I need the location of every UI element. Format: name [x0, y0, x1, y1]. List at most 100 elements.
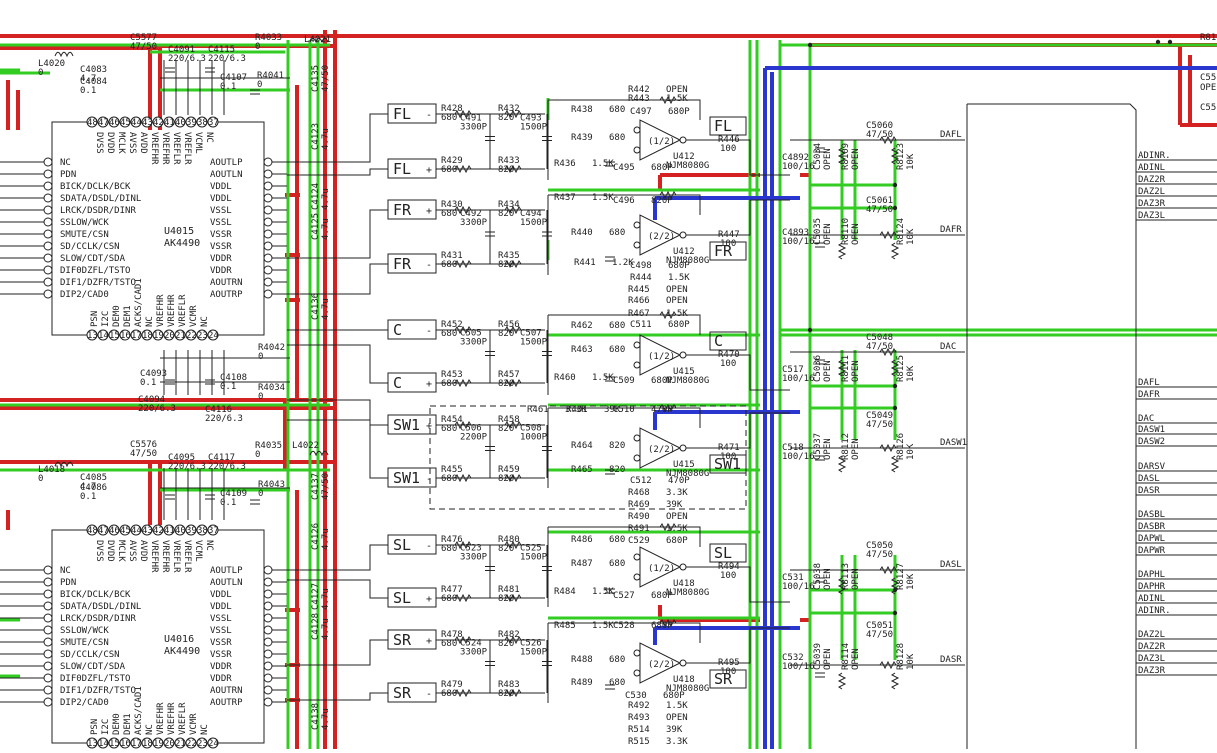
- right-module-label: DAPHL: [1138, 570, 1165, 580]
- pin-circle: [679, 231, 687, 239]
- signal-wire: [686, 199, 790, 236]
- top-pin-number: 41: [164, 118, 175, 128]
- right-pin-label: VDDL: [210, 194, 232, 204]
- bottom-pin-label: NC: [145, 316, 155, 327]
- resistor-symbol: [454, 205, 472, 215]
- pin-circle: [43, 661, 53, 671]
- top-pin-number: 38: [197, 118, 208, 128]
- pin-circle: [130, 737, 142, 749]
- output-part-ref: R8111: [841, 355, 851, 382]
- bottom-pin-number: 17: [131, 331, 142, 341]
- pin-circle: [86, 737, 98, 749]
- output-part-ref: C5035: [813, 218, 823, 245]
- ic-part: AK4490: [164, 646, 200, 657]
- filter-part-value: 680P: [651, 591, 673, 601]
- pin-circle: [108, 737, 120, 749]
- part-value: 0: [255, 42, 260, 52]
- output-label-box: [709, 543, 747, 563]
- input-part-value: 680: [441, 379, 457, 389]
- resistor-symbol: [890, 147, 900, 165]
- filter-part-ref: R463: [571, 345, 593, 355]
- resistor-symbol: [837, 455, 847, 473]
- resistor-symbol: [504, 378, 522, 388]
- bottom-pin-number: 20: [164, 739, 175, 749]
- part-value: 47/50: [321, 65, 331, 92]
- output-part-ref: C5048: [866, 333, 893, 343]
- part-value: 4.7u: [321, 588, 331, 610]
- filter-part-ref: C497: [630, 107, 652, 117]
- filter-part-value: OPEN: [666, 713, 688, 723]
- junction-dot: [892, 383, 898, 389]
- opamp-unit: (1/2): [648, 564, 675, 574]
- filter-part-ref: R461: [527, 405, 549, 415]
- right-module-label: DAFL: [1138, 378, 1160, 388]
- opamp-out-r-value: 100: [720, 667, 736, 677]
- bottom-pin-number: 17: [131, 739, 142, 749]
- capacitor-symbol: [815, 242, 825, 248]
- pin-circle: [263, 157, 273, 167]
- pin-circle: [43, 253, 53, 263]
- filter-part-value: 680P: [651, 163, 673, 173]
- pin-circle: [633, 454, 641, 462]
- filter-part-ref: R484: [554, 587, 576, 597]
- pin-circle: [130, 524, 142, 536]
- input-part-ref: R482: [498, 630, 520, 640]
- right-pin-label: AOUTRN: [210, 278, 243, 288]
- resistor-symbol: [837, 147, 847, 165]
- connector-label: SW1: [393, 416, 420, 434]
- top-pin-number: 44: [131, 118, 142, 128]
- output-part-ref: C5050: [866, 541, 893, 551]
- input-part-value: 680: [441, 689, 457, 699]
- resistor-symbol: [879, 347, 897, 357]
- part-ref: C4136: [311, 293, 321, 320]
- output-part-ref: C5051: [866, 621, 893, 631]
- right-pin-label: VDDR: [210, 254, 232, 264]
- filter-part-ref: R493: [628, 713, 650, 723]
- filter-part-value: OPEN: [666, 296, 688, 306]
- output-part-ref: C5061: [866, 196, 893, 206]
- output-part-value: OPEN: [823, 648, 833, 670]
- feedback-wire: [548, 622, 701, 643]
- capacitor-symbol: [605, 161, 615, 167]
- top-pin-label: VREFHR: [160, 132, 170, 165]
- bottom-pin-label: VREFLR: [178, 702, 188, 735]
- right-module-outline: [966, 103, 1137, 749]
- input-part-ref: R478: [441, 630, 463, 640]
- pin-circle: [196, 737, 208, 749]
- output-part-ref: C5039: [813, 643, 823, 670]
- filter-part-ref: R436: [554, 159, 576, 169]
- signal-wire: [287, 113, 388, 163]
- filter-part-value: 470P: [651, 405, 673, 415]
- bottom-pin-label: PSN: [90, 311, 100, 327]
- resistor-symbol: [890, 455, 900, 473]
- capacitor-symbol: [250, 499, 260, 505]
- top-pin-number: 40: [175, 118, 186, 128]
- pin-circle: [119, 737, 131, 749]
- part-value: 0: [255, 450, 260, 460]
- filter-part-ref: C527: [613, 591, 635, 601]
- pin-circle: [174, 737, 186, 749]
- input-part-value: 680: [441, 260, 457, 270]
- right-module-label: DAPWL: [1138, 534, 1165, 544]
- part-ref: C4086: [80, 483, 107, 493]
- top-pin-label: MCLK: [116, 540, 126, 562]
- output-label: C: [714, 332, 723, 350]
- signal-wire: [686, 354, 790, 391]
- filter-part-ref: R489: [571, 678, 593, 688]
- left-pin-label: DIP2/CAD0: [60, 290, 109, 300]
- resistor-symbol: [890, 359, 900, 377]
- input-part-ref: R429: [441, 156, 463, 166]
- bottom-pin-number: 14: [98, 331, 109, 341]
- output-part-value: 10K: [906, 573, 916, 590]
- part-value: 4.7u: [321, 708, 331, 730]
- connector-sign: -: [426, 260, 432, 271]
- output-part-value: OPEN: [823, 360, 833, 382]
- right-pin-label: AOUTRN: [210, 686, 243, 696]
- bottom-pin-label: I2C: [101, 311, 111, 327]
- pin-circle: [97, 524, 109, 536]
- top-pin-number: 43: [142, 526, 153, 536]
- left-pin-label: SMUTE/CSN: [60, 230, 109, 240]
- input-part-value: 820: [498, 639, 514, 649]
- right-pin-label: AOUTLN: [210, 578, 243, 588]
- output-part-ref: C517: [782, 365, 804, 375]
